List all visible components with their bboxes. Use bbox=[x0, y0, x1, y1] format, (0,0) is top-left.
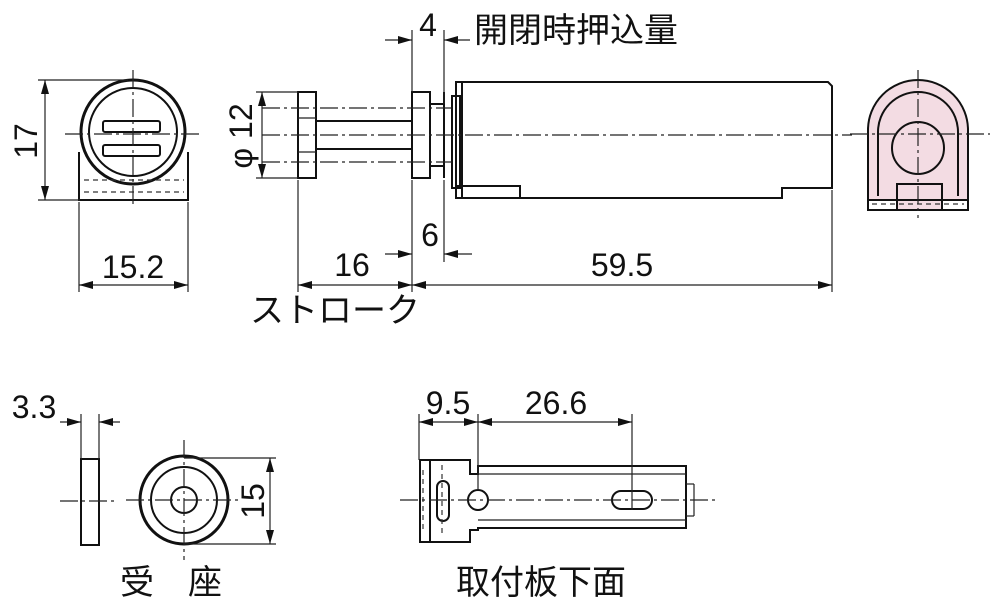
dim-9-5-label: 9.5 bbox=[426, 385, 470, 421]
dim-15-2-label: 15.2 bbox=[102, 249, 164, 285]
dim-15: 15 bbox=[184, 457, 276, 545]
dim-4-label: 4 bbox=[419, 7, 437, 43]
dim-26-6-label: 26.6 bbox=[525, 385, 587, 421]
dim-3-3-label: 3.3 bbox=[12, 389, 56, 425]
mounting-plate-bottom-label: 取付板下面 bbox=[456, 564, 626, 602]
dim-16: 16 bbox=[297, 180, 412, 292]
receiver-seat-label: 受 座 bbox=[120, 564, 222, 602]
dim-4: 4 開閉時押込量 bbox=[385, 7, 678, 104]
dim-16-label: 16 bbox=[334, 247, 370, 283]
push-in-amount-label: 開閉時押込量 bbox=[474, 12, 678, 50]
dim-6-label: 6 bbox=[421, 217, 439, 253]
dim-17-label: 17 bbox=[8, 123, 44, 159]
dim-59-5-label: 59.5 bbox=[591, 247, 653, 283]
receiver-seat-side bbox=[60, 458, 118, 546]
side-view bbox=[262, 81, 852, 199]
dim-6: 6 bbox=[385, 180, 472, 292]
dim-phi-12-label: φ 12 bbox=[223, 103, 259, 168]
mounting-plate-bottom-view bbox=[400, 459, 716, 543]
stroke-label: ストローク bbox=[250, 292, 420, 330]
dim-26-6: 26.6 bbox=[478, 385, 633, 510]
rear-end-view bbox=[850, 70, 990, 218]
dim-17: 17 bbox=[8, 79, 128, 201]
dim-59-5: 59.5 bbox=[412, 190, 833, 292]
dim-15-label: 15 bbox=[235, 483, 271, 519]
dim-9-5: 9.5 bbox=[418, 385, 479, 490]
front-end-view bbox=[65, 70, 200, 208]
dim-15-2: 15.2 bbox=[78, 202, 189, 292]
dim-3-3: 3.3 bbox=[12, 389, 120, 459]
dim-phi-12: φ 12 bbox=[223, 91, 298, 179]
